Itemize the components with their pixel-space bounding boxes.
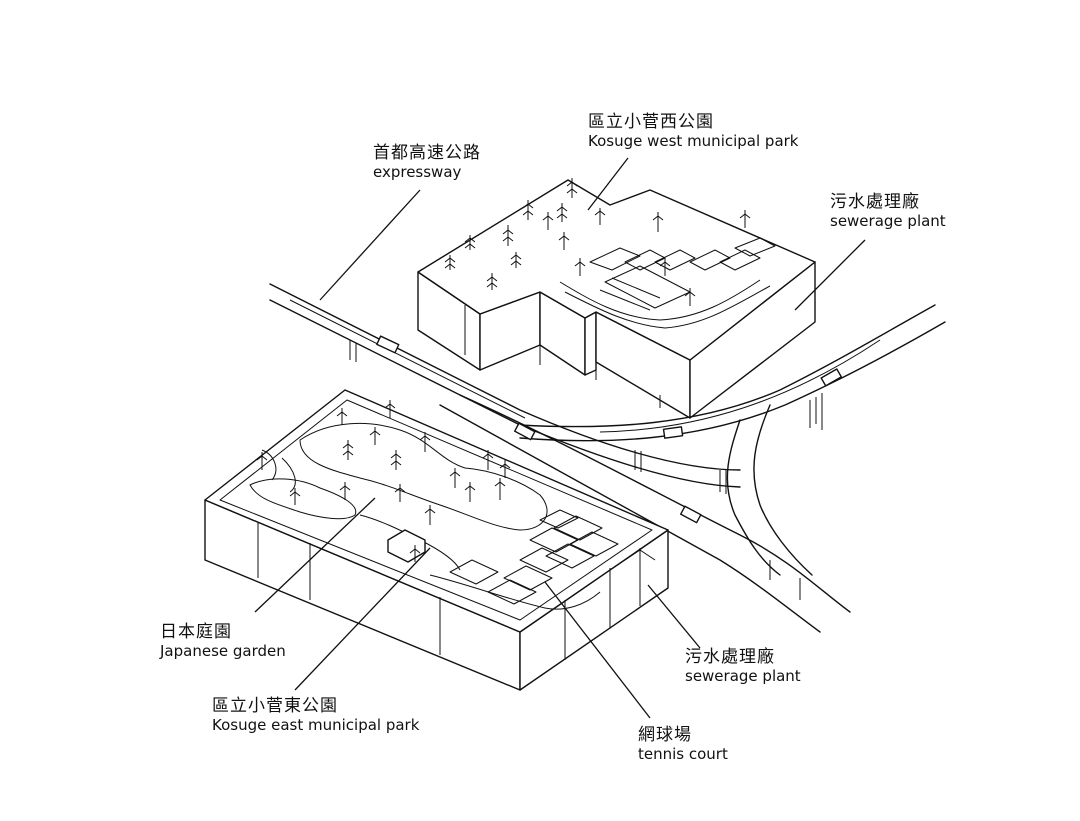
leader-lines <box>254 157 866 719</box>
label-kosuge-east: 區立小菅東公園 Kosuge east municipal park <box>212 696 420 734</box>
label-tennis-court-en: tennis court <box>638 744 728 763</box>
tennis-courts <box>449 509 619 605</box>
label-tennis-court: 網球場 tennis court <box>638 725 728 763</box>
label-japanese-garden-zh: 日本庭園 <box>160 622 232 642</box>
lower-building <box>204 389 669 691</box>
upper-building <box>417 178 816 419</box>
label-expressway: 首都高速公路 expressway <box>373 143 481 181</box>
label-kosuge-west-en: Kosuge west municipal park <box>588 131 799 150</box>
expressway-roads <box>269 283 946 633</box>
label-sewerage-upper-zh: 污水處理廠 <box>830 192 920 212</box>
label-sewerage-lower-zh: 污水處理廠 <box>685 647 775 667</box>
label-sewerage-upper: 污水處理廠 sewerage plant <box>830 192 946 230</box>
upper-trees <box>444 178 751 306</box>
label-kosuge-west: 區立小菅西公園 Kosuge west municipal park <box>588 112 799 150</box>
lower-trees <box>256 400 511 562</box>
label-tennis-court-zh: 網球場 <box>638 725 692 745</box>
label-sewerage-lower-en: sewerage plant <box>685 666 801 685</box>
label-expressway-en: expressway <box>373 162 462 181</box>
label-sewerage-lower: 污水處理廠 sewerage plant <box>685 647 801 685</box>
label-kosuge-east-en: Kosuge east municipal park <box>212 715 420 734</box>
label-sewerage-upper-en: sewerage plant <box>830 211 946 230</box>
label-kosuge-east-zh: 區立小菅東公園 <box>212 696 338 716</box>
label-japanese-garden: 日本庭園 Japanese garden <box>160 622 286 660</box>
label-japanese-garden-en: Japanese garden <box>160 641 286 660</box>
label-kosuge-west-zh: 區立小菅西公園 <box>588 112 714 132</box>
label-expressway-zh: 首都高速公路 <box>373 143 481 163</box>
